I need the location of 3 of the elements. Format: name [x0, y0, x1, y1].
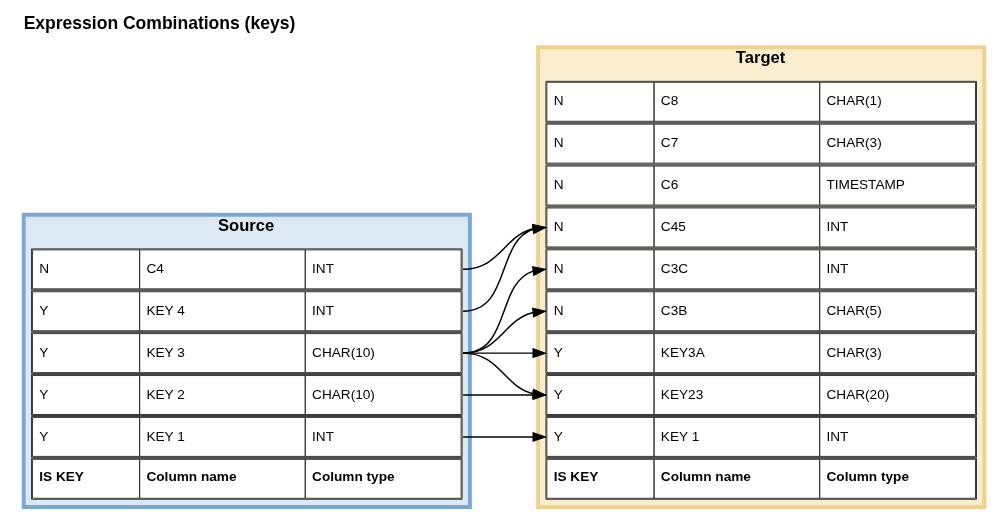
arrow: [462, 431, 548, 443]
arrow: [462, 266, 548, 354]
diagram-title: Expression Combinations (keys): [23, 13, 296, 34]
